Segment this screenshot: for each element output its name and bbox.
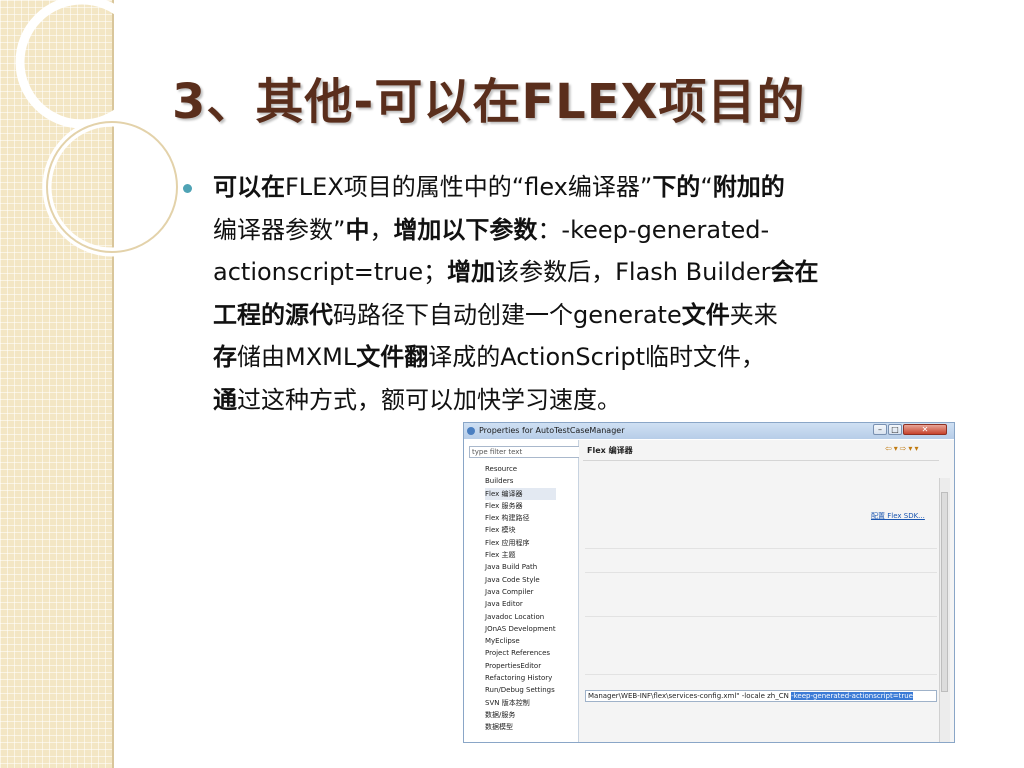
body-bold: 附加的	[712, 173, 785, 201]
tree-item-flex-applications[interactable]: Flex 应用程序	[485, 538, 530, 547]
tree-item-jonas-development[interactable]: JOnAS Development	[485, 624, 556, 633]
body-text: 编译器参数”	[213, 215, 346, 244]
body-text: 译成的ActionScript临时文件，	[428, 343, 766, 371]
header-divider	[583, 460, 939, 461]
tree-item-svn[interactable]: SVN 版本控制	[485, 698, 530, 707]
additional-compiler-args-input[interactable]: Manager\WEB-INF\flex\services-config.xml…	[585, 690, 937, 702]
body-bold: 存	[213, 343, 237, 371]
navigation-arrows[interactable]: ⇦▾⇨▾▾	[885, 444, 921, 453]
tree-item-data-services[interactable]: 数据/服务	[485, 710, 516, 719]
decorative-circles	[15, 0, 180, 257]
body-line-2: 编译器参数”中，增加以下参数：-keep-generated-	[213, 209, 983, 252]
properties-dialog: Properties for AutoTestCaseManager – □ ✕…	[463, 422, 955, 743]
body-text: 夹来	[729, 300, 778, 329]
group-divider	[585, 616, 937, 617]
tree-item-flex-modules[interactable]: Flex 模块	[485, 526, 516, 535]
body-text: FLEX	[285, 173, 344, 201]
body-text: “	[700, 173, 713, 201]
args-text: Manager\WEB-INF\flex\services-config.xml…	[588, 692, 792, 700]
page-title: Flex 编译器	[587, 446, 633, 455]
tree-item-resource[interactable]: Resource	[485, 465, 518, 473]
decorative-divider	[112, 0, 114, 768]
dialog-title: Properties for AutoTestCaseManager	[479, 426, 625, 435]
tree-item-refactoring-history[interactable]: Refactoring History	[485, 674, 553, 683]
body-line-4: 工程的源代码路径下自动创建一个generate文件夹来	[213, 294, 983, 337]
tree-item-properties-editor[interactable]: PropertiesEditor	[485, 661, 542, 670]
body-text: ，	[369, 215, 394, 244]
tree-item-flex-theme[interactable]: Flex 主题	[485, 551, 516, 560]
configure-sdk-link[interactable]: 配置 Flex SDK...	[871, 512, 925, 520]
body-bold: 中	[345, 215, 370, 244]
body-bold: 下的	[652, 173, 701, 201]
tree-item-run-debug-settings[interactable]: Run/Debug Settings	[485, 686, 555, 695]
vertical-scrollbar[interactable]	[939, 478, 950, 742]
body-bold: 增加以下参数	[393, 215, 538, 244]
tree-item-javadoc-location[interactable]: Javadoc Location	[485, 612, 545, 621]
group-divider	[585, 572, 937, 573]
tree-item-flex-compiler[interactable]: Flex 编译器	[485, 487, 556, 500]
body-bold: 通	[213, 385, 237, 414]
body-bold: 会在	[770, 258, 819, 286]
tree-item-project-references[interactable]: Project References	[485, 649, 551, 658]
body-bold: 工程的源代	[213, 300, 333, 329]
body-bold: 文件	[681, 300, 730, 329]
minimize-button[interactable]: –	[873, 424, 887, 435]
body-text: 该参数后，Flash Builder	[495, 258, 771, 286]
body-line-6: 通过这种方式，额可以加快学习速度。	[213, 379, 983, 422]
args-highlight: -keep-generated-actionscript=true	[791, 692, 913, 700]
property-tree-pane: type filter text Resource Builders Flex …	[464, 440, 585, 742]
app-icon	[467, 427, 475, 435]
property-tree: Resource Builders Flex 编译器 Flex 服务器 Flex…	[485, 463, 556, 734]
tree-item-java-code-style[interactable]: Java Code Style	[485, 575, 540, 584]
tree-item-builders[interactable]: Builders	[485, 477, 514, 486]
tree-item-java-build-path[interactable]: Java Build Path	[485, 563, 538, 572]
body-text: actionscript=true；	[213, 258, 448, 286]
body-text: 项目的属性中的“flex编译器”	[343, 173, 653, 201]
property-page: Flex 编译器 ⇦▾⇨▾▾ 配置 Flex SDK... Manager\WE…	[579, 440, 954, 742]
group-divider	[585, 548, 937, 549]
tree-item-java-editor[interactable]: Java Editor	[485, 600, 523, 609]
body-line-3: actionscript=true；增加该参数后，Flash Builder会在	[213, 251, 983, 294]
body-bold: 增加	[447, 258, 496, 286]
body-bold: 文件翻	[356, 343, 429, 371]
tree-item-java-compiler[interactable]: Java Compiler	[485, 587, 534, 596]
tree-item-flex-build-path[interactable]: Flex 构建路径	[485, 514, 530, 523]
slide-title: 3、其他-可以在FLEX项目的	[172, 74, 806, 130]
body-text: ：-keep-generated-	[537, 215, 770, 244]
body-line-5: 存储由MXML文件翻译成的ActionScript临时文件，	[213, 336, 983, 379]
body-line-1: 可以在FLEX项目的属性中的“flex编译器”下的“附加的	[213, 166, 983, 209]
filter-input[interactable]: type filter text	[469, 446, 585, 458]
body-bold: 可以在	[213, 173, 285, 201]
body-text: 储由MXML	[237, 343, 357, 371]
tree-item-myeclipse[interactable]: MyEclipse	[485, 637, 520, 646]
bullet-icon	[183, 184, 192, 193]
body-text: 码路径下自动创建一个generate	[333, 300, 682, 329]
scrollbar-thumb[interactable]	[941, 492, 948, 692]
dialog-titlebar: Properties for AutoTestCaseManager – □ ✕	[464, 423, 954, 439]
close-button[interactable]: ✕	[903, 424, 947, 435]
tree-item-flex-server[interactable]: Flex 服务器	[485, 501, 523, 510]
slide-body-text: 可以在FLEX项目的属性中的“flex编译器”下的“附加的 编译器参数”中，增加…	[213, 166, 983, 421]
maximize-button[interactable]: □	[888, 424, 902, 435]
group-divider	[585, 674, 937, 675]
body-text: 过这种方式，额可以加快学习速度。	[237, 385, 621, 414]
tree-item-data-model[interactable]: 数据模型	[485, 723, 513, 732]
